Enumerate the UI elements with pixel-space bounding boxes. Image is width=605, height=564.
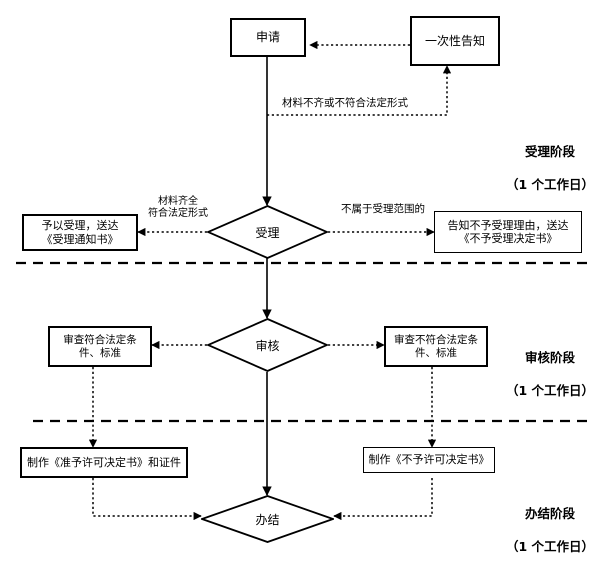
stage-label-review-name: 审核阶段 (524, 350, 575, 366)
node-apply[interactable]: 申请 (230, 18, 306, 57)
stage-label-conclude-name: 办结阶段 (524, 506, 575, 522)
node-conclude[interactable]: 办结 (201, 495, 334, 543)
node-one-time-notice[interactable]: 一次性告知 (410, 16, 500, 66)
node-review-decision[interactable]: 审核 (207, 318, 328, 372)
edge-deny-to-conclude (333, 478, 433, 521)
node-accept-no[interactable]: 告知不予受理理由，送达《不予受理决定书》 (434, 211, 582, 253)
edge-label-out-of-scope: 不属于受理范围的 (341, 203, 425, 215)
stage-label-review-duration: （1 个工作日） (505, 382, 595, 398)
node-permit-deny[interactable]: 制作《不予许可决定书》 (363, 447, 495, 473)
edge-label-material-incomplete: 材料不齐或不符合法定形式 (282, 97, 408, 109)
node-accept-decision[interactable]: 受理 (207, 205, 328, 259)
node-review-pass[interactable]: 审查符合法定条 件、标准 (48, 326, 152, 367)
node-conclude-label: 办结 (255, 512, 280, 527)
node-review-fail[interactable]: 审查不符合法定条 件、标准 (384, 326, 488, 367)
stage-label-conclude: 办结阶段 （1 个工作日） (498, 490, 602, 564)
edge-label-material-complete: 材料齐全 符合法定形式 (148, 196, 208, 219)
node-permit-grant[interactable]: 制作《准予许可决定书》和证件 (20, 447, 188, 478)
node-review-decision-label: 审核 (255, 338, 280, 353)
stage-label-accept-name: 受理阶段 (524, 144, 575, 160)
edge-grant-to-conclude (92, 478, 202, 521)
stage-label-accept-duration: （1 个工作日） (505, 176, 595, 192)
stage-label-review: 审核阶段 （1 个工作日） (498, 334, 602, 415)
node-accept-decision-label: 受理 (255, 225, 280, 240)
stage-label-conclude-duration: （1 个工作日） (505, 538, 595, 554)
stage-label-accept: 受理阶段 （1 个工作日） (498, 128, 602, 209)
node-accept-yes[interactable]: 予以受理，送达 《受理通知书》 (22, 214, 138, 251)
